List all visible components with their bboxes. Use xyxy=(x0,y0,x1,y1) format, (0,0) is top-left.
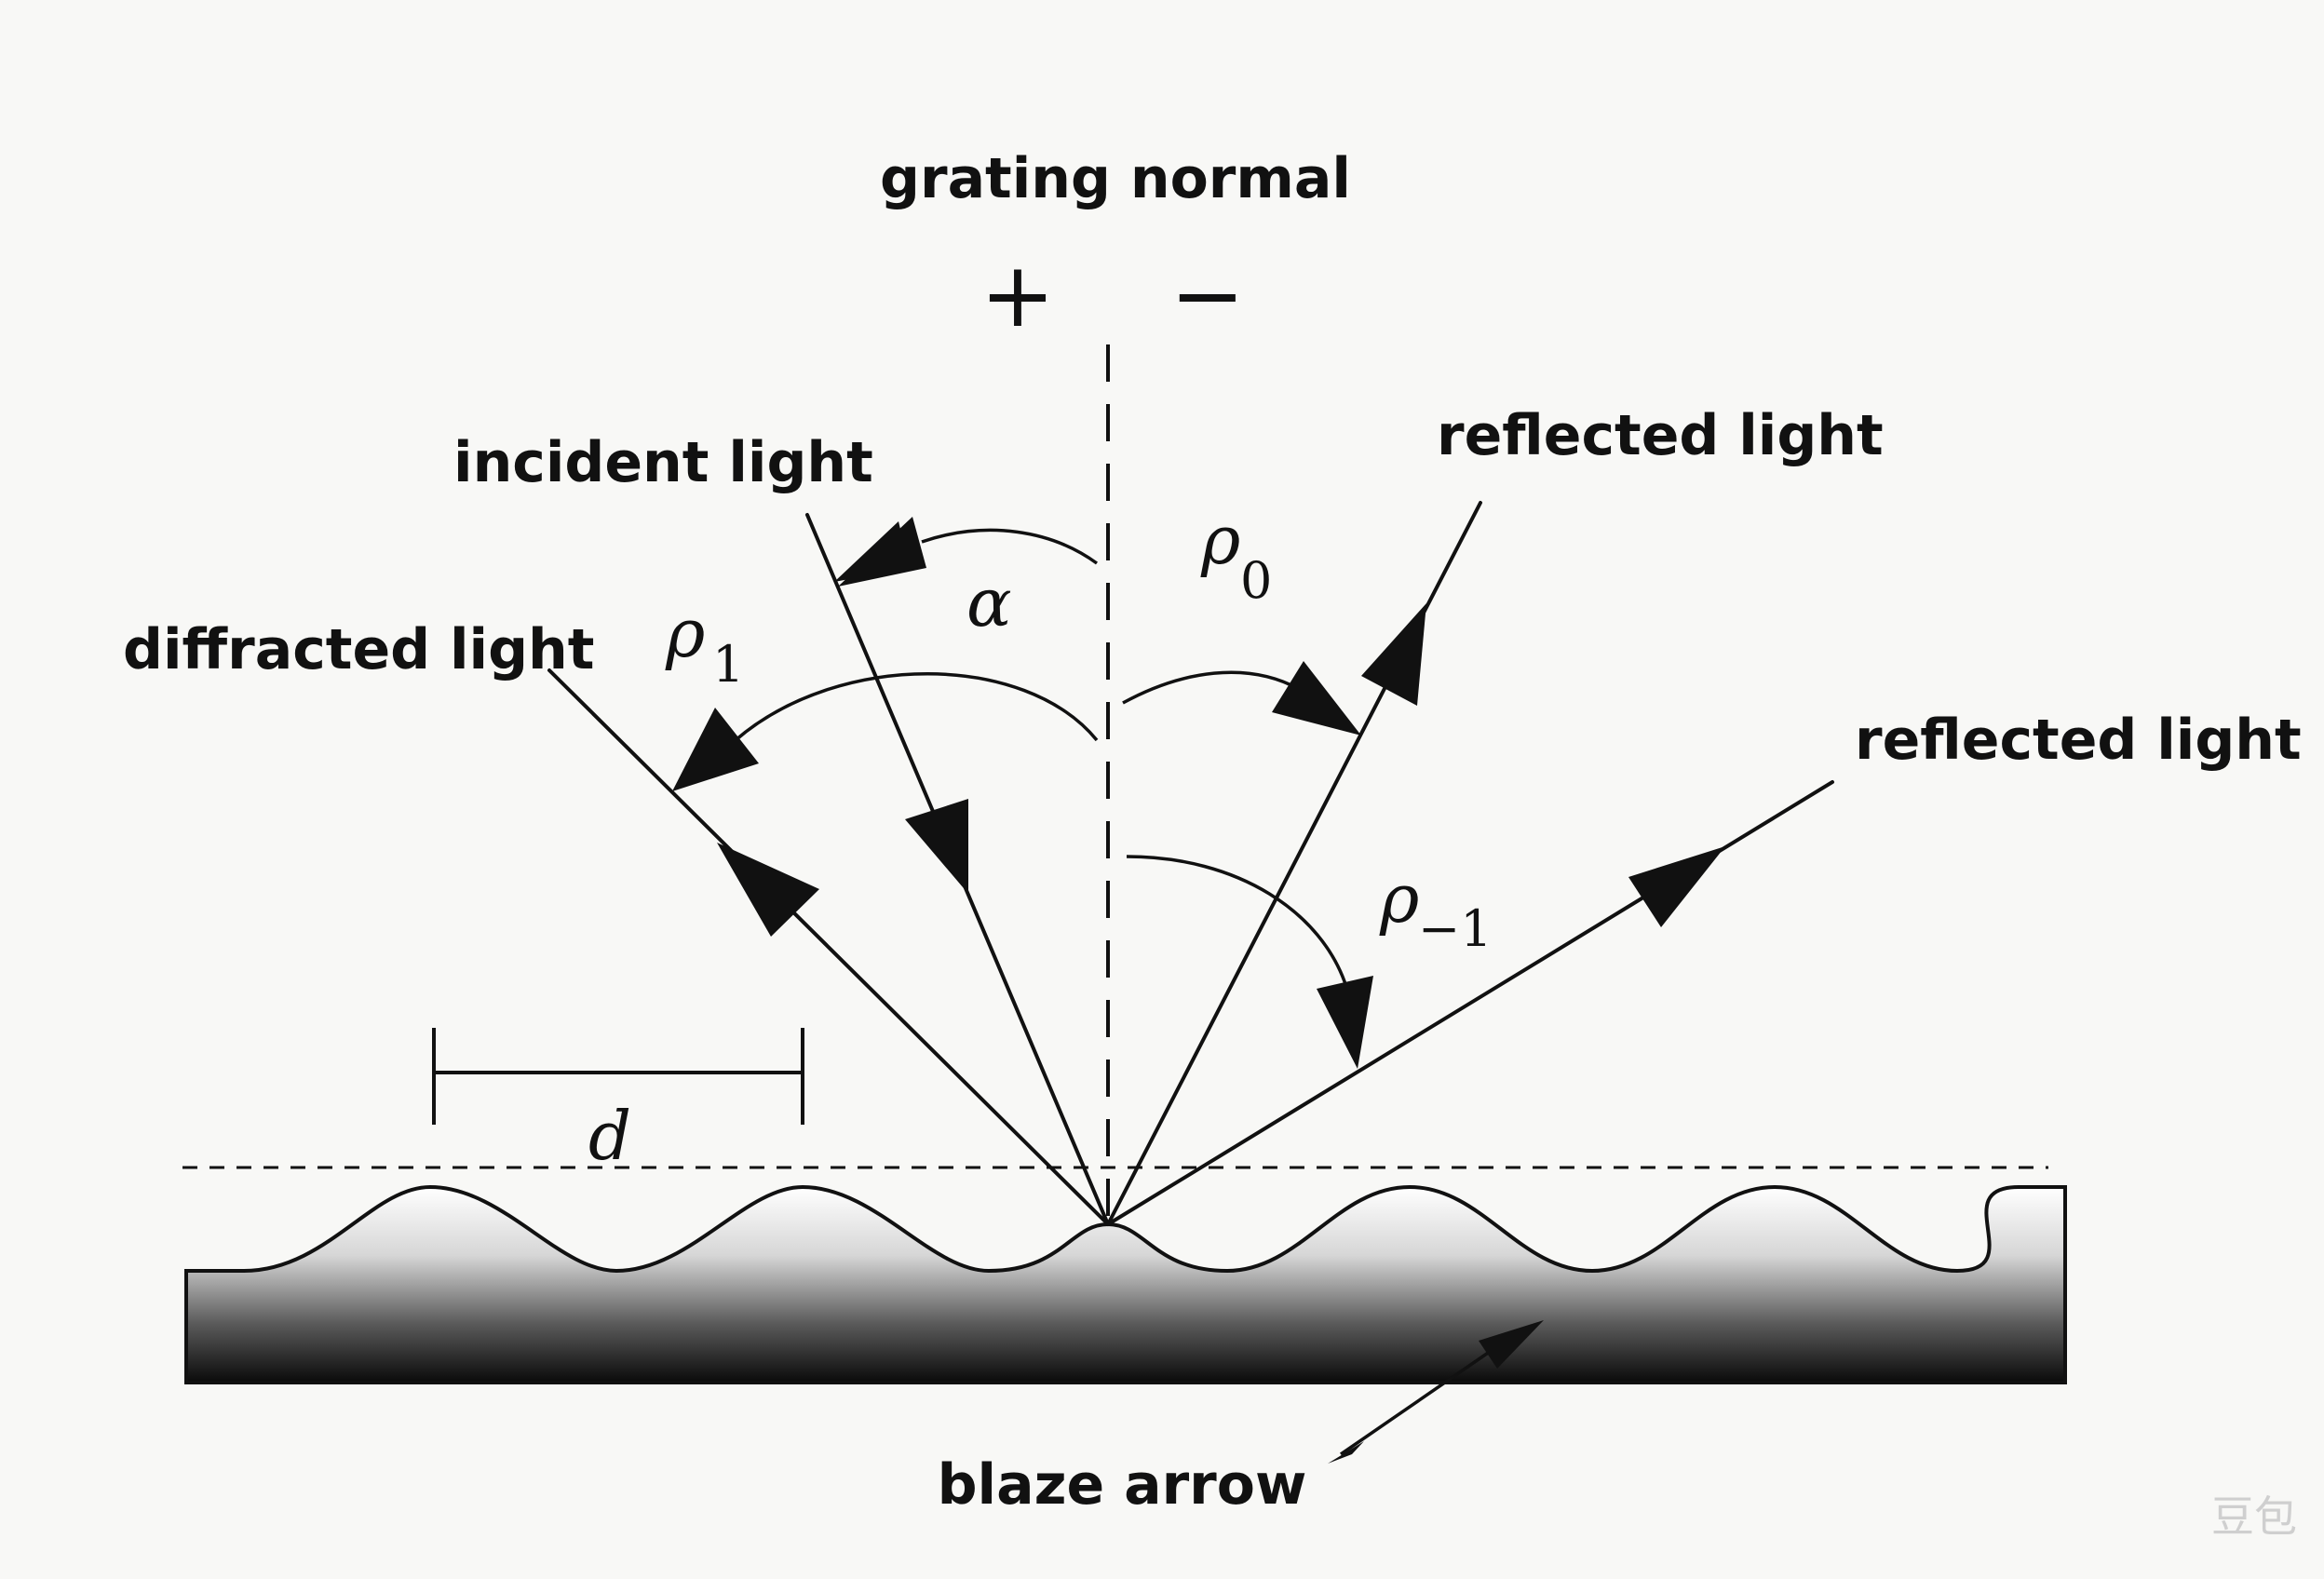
rho1-symbol: ρ xyxy=(665,594,705,672)
alpha-symbol: α xyxy=(966,563,1012,641)
blaze-arrow-head-lower xyxy=(1328,1441,1364,1464)
minus-sign: − xyxy=(1170,243,1245,347)
rho-minus1-arc xyxy=(1126,855,1348,988)
reflected-light-top-label: reflected light xyxy=(1437,403,1884,468)
rho0-arc-arrowhead xyxy=(1272,661,1361,736)
alpha-arc-arrowhead xyxy=(838,517,926,587)
incident-light-label: incident light xyxy=(453,430,873,495)
plus-sign: + xyxy=(980,243,1055,347)
rho0-arc xyxy=(1122,670,1300,705)
blaze-arrow-head-upper xyxy=(1479,1320,1544,1369)
period-d-symbol: d xyxy=(588,1097,631,1175)
reflected-minus1-arrowhead xyxy=(1628,846,1725,927)
diffracted-ray xyxy=(547,668,1110,1226)
diffracted-light-label: diffracted light xyxy=(123,617,594,682)
reflected-zero-arrowhead xyxy=(1361,603,1426,706)
rho1-arc xyxy=(734,672,1099,742)
rho-minus1-subscript: −1 xyxy=(1418,899,1493,958)
incident-arrowhead-lower xyxy=(905,799,968,894)
rho1-subscript: 1 xyxy=(712,635,744,694)
rho1-arc-arrowhead xyxy=(672,708,759,791)
alpha-arc xyxy=(921,528,1099,565)
grating-body xyxy=(184,1184,2067,1384)
blaze-arrow-label: blaze arrow xyxy=(938,1452,1307,1518)
watermark: 豆包 xyxy=(2211,1491,2297,1542)
reflected-light-right-label: reflected light xyxy=(1855,708,2302,773)
rho0-subscript: 0 xyxy=(1240,551,1272,610)
blaze-arrow-line xyxy=(1340,1337,1509,1456)
rho-minus1-symbol: ρ xyxy=(1379,859,1419,938)
rho-minus1-arc-arrowhead xyxy=(1317,976,1373,1069)
reflected-ray-minus1 xyxy=(1106,780,1834,1226)
rho0-symbol: ρ xyxy=(1200,501,1240,579)
grating-normal-label: grating normal xyxy=(880,146,1351,211)
diffracted-arrowhead xyxy=(717,843,819,937)
